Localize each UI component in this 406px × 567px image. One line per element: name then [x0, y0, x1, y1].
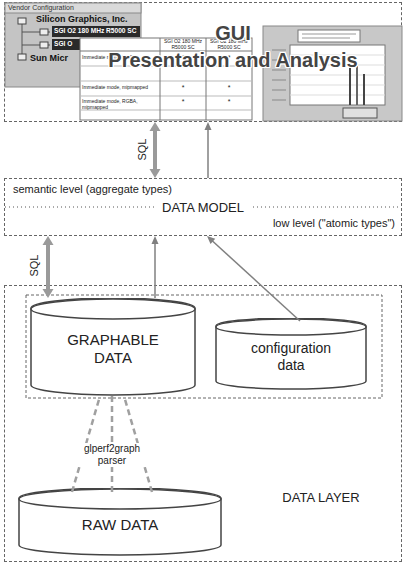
tree-item-icon — [40, 29, 48, 35]
tree-vendor: Sun Micr — [30, 53, 80, 63]
connector-label: SQL — [136, 130, 149, 170]
table-cell: * — [209, 84, 249, 92]
tree-item: SGI O2 180 MHz R5000 SC — [54, 27, 140, 35]
grid-line — [290, 95, 385, 96]
legend-line — [302, 34, 356, 35]
connector-line — [46, 244, 50, 290]
database-group-outline — [26, 295, 382, 398]
arrow-head — [150, 169, 161, 178]
database-cylinder: GRAPHABLE DATA — [30, 298, 196, 396]
grid-line — [290, 85, 385, 86]
data-model-box: semantic level (aggregate types) DATA MOD… — [4, 178, 402, 236]
table-cell: * — [163, 84, 203, 92]
tree-folder-icon — [18, 18, 26, 24]
table-cell: Immediate mode, RGBA, mipmapped — [82, 99, 160, 111]
legend-line — [302, 38, 350, 39]
arrow-head — [43, 289, 54, 298]
connector-label: SQL — [28, 246, 41, 286]
grid-line — [290, 75, 385, 76]
cylinder-body — [31, 298, 195, 395]
selected-row — [52, 26, 140, 37]
arrow-head — [43, 236, 54, 245]
table-rule — [80, 96, 252, 97]
text-holder: DATA MODEL — [5, 200, 401, 216]
axis-tick-text — [272, 100, 286, 101]
cylinder-body — [216, 318, 366, 389]
level-label: low level ("atomic types") — [195, 217, 395, 230]
chart-screenshot — [263, 26, 402, 121]
database-name: configuration data — [241, 340, 341, 374]
arrow-head — [150, 122, 161, 131]
database-name: GRAPHABLE DATA — [58, 331, 168, 367]
chart-bar — [363, 74, 365, 105]
selected-row — [52, 39, 80, 50]
layer-subtitle: Presentation and Analysis — [83, 50, 383, 70]
table-cell: Immediate mode, mipmapped — [82, 85, 160, 91]
tree-folder-icon — [18, 54, 26, 60]
connector — [207, 236, 300, 321]
connector — [152, 236, 159, 298]
tree-item-icon — [40, 42, 48, 48]
tree-item: SGI O — [54, 40, 80, 48]
cylinder-top — [216, 319, 366, 335]
layer-title: GUI — [173, 23, 293, 43]
database-cylinder: configuration data — [215, 318, 367, 390]
data-layer-box: DATA LAYER GRAPHABLE DATA configuration da… — [4, 285, 402, 562]
axis-tick-text — [272, 90, 286, 91]
chart-button — [343, 108, 377, 118]
cylinder-top — [19, 489, 221, 509]
connector — [150, 122, 161, 178]
table-header: SGI O2 180 MHz R5000 SC — [161, 39, 205, 51]
database-name: RAW DATA — [20, 516, 220, 534]
axis-tick-text — [272, 80, 286, 81]
arrow-head — [152, 236, 159, 244]
layer-title: DATA MODEL — [156, 200, 250, 215]
tree-vendor: Silicon Graphics, Inc. — [36, 14, 140, 24]
table-cell: * — [209, 98, 249, 106]
connector-line — [153, 130, 157, 170]
connector — [43, 236, 54, 298]
connector — [205, 122, 212, 178]
window-title-bar — [5, 3, 141, 13]
cylinder-top — [31, 299, 195, 319]
layer-title: DATA LAYER — [261, 490, 381, 506]
connector — [72, 396, 152, 492]
tree-line — [22, 24, 23, 58]
chart-window — [263, 26, 402, 121]
chart-bar — [356, 66, 358, 105]
arrow-head — [205, 122, 212, 130]
level-label: semantic level (aggregate types) — [13, 183, 273, 196]
cylinder-body — [19, 488, 221, 555]
table-rule — [80, 81, 252, 82]
connector-line — [154, 243, 156, 298]
connector-label: glperf2graph parser — [72, 443, 152, 467]
chart-legend-box — [298, 30, 360, 42]
window-title: Vendor Configuration — [8, 4, 108, 12]
connector-line — [212, 241, 300, 321]
arrow-head — [207, 236, 215, 244]
connector-line — [207, 129, 209, 178]
table-cell: * — [163, 98, 203, 106]
database-cylinder: RAW DATA — [18, 488, 222, 556]
